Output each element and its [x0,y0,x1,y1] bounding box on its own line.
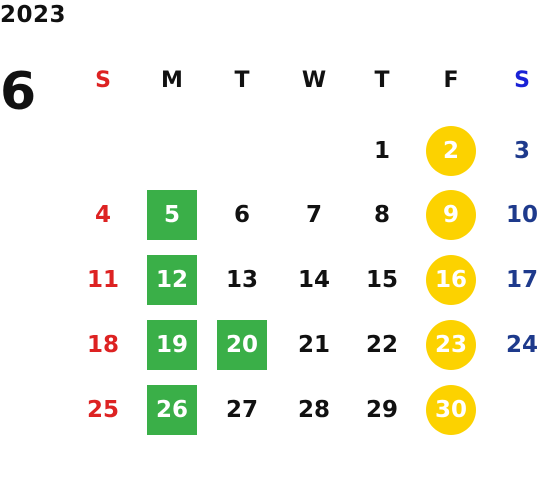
day-cell-14[interactable]: 14 [297,267,330,293]
day-cell-16[interactable]: 16 [426,255,476,305]
day-cell-10[interactable]: 10 [505,202,538,228]
day-cell-19[interactable]: 19 [147,320,197,370]
day-cell-4[interactable]: 4 [94,202,111,228]
day-cell-28[interactable]: 28 [297,397,330,423]
day-cell-25[interactable]: 25 [86,397,119,423]
day-cell-1[interactable]: 1 [373,138,390,164]
weekday-header-wednesday: W [301,68,327,93]
year-label: 2023 [0,2,67,28]
weekday-header-tuesday: T [234,68,250,93]
weekday-header-saturday: S [514,68,530,93]
day-cell-3[interactable]: 3 [513,138,530,164]
day-cell-24[interactable]: 24 [505,332,538,358]
day-cell-15[interactable]: 15 [365,267,398,293]
day-cell-2[interactable]: 2 [426,126,476,176]
day-cell-18[interactable]: 18 [86,332,119,358]
day-cell-5[interactable]: 5 [147,190,197,240]
day-cell-9[interactable]: 9 [426,190,476,240]
weekday-header-thursday: T [374,68,390,93]
day-cell-6[interactable]: 6 [233,202,250,228]
month-number: 6 [0,62,37,122]
day-cell-8[interactable]: 8 [373,202,390,228]
weekday-header-monday: M [161,68,183,93]
day-cell-22[interactable]: 22 [365,332,398,358]
day-cell-20[interactable]: 20 [217,320,267,370]
weekday-header-sunday: S [95,68,111,93]
day-cell-12[interactable]: 12 [147,255,197,305]
day-cell-13[interactable]: 13 [225,267,258,293]
day-cell-21[interactable]: 21 [297,332,330,358]
day-cell-11[interactable]: 11 [86,267,119,293]
day-cell-17[interactable]: 17 [505,267,538,293]
day-cell-29[interactable]: 29 [365,397,398,423]
day-cell-30[interactable]: 30 [426,385,476,435]
day-cell-26[interactable]: 26 [147,385,197,435]
day-cell-27[interactable]: 27 [225,397,258,423]
weekday-header-friday: F [443,68,459,93]
day-cell-7[interactable]: 7 [305,202,322,228]
day-cell-23[interactable]: 23 [426,320,476,370]
